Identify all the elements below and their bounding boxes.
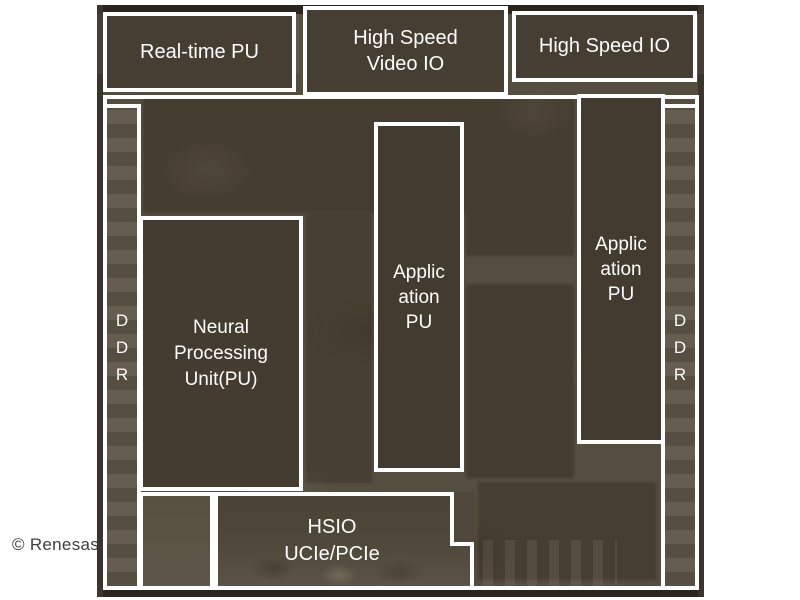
real-time-pu-label: Real-time PU xyxy=(140,40,259,63)
hsio-step-notch xyxy=(450,492,474,546)
die-texture-block xyxy=(478,482,656,580)
application-pu-right-label-line3: PU xyxy=(607,283,635,305)
ddr-left-letter-2: D xyxy=(115,337,129,357)
ddr-right-letter-2: D xyxy=(673,337,687,357)
high-speed-io-label: High Speed IO xyxy=(538,35,671,57)
block-neural-processing-unit: Neural Processing Unit(PU) xyxy=(139,216,303,491)
block-application-pu-right: Applic ation PU xyxy=(577,94,665,444)
high-speed-video-io-label-line2: Video IO xyxy=(366,53,445,75)
die-texture-right-edge xyxy=(698,5,704,597)
ddr-right-letter-3: R xyxy=(673,364,687,384)
application-pu-right-label-line2: ation xyxy=(600,258,642,280)
hsio-label-line2: UCIe/PCIe xyxy=(284,543,380,565)
block-ddr-left: D D R xyxy=(103,104,141,590)
block-real-time-pu: Real-time PU xyxy=(103,12,296,92)
hsio-label-line1: HSIO xyxy=(307,516,357,538)
ddr-left-letter-1: D xyxy=(115,310,129,330)
block-unlabeled-bottom-left xyxy=(139,492,214,590)
npu-label-line2: Processing xyxy=(174,342,268,364)
npu-label-line1: Neural xyxy=(193,316,249,338)
block-ddr-right: D D R xyxy=(661,104,699,590)
high-speed-video-io-label-line1: High Speed xyxy=(353,27,458,49)
block-high-speed-io: High Speed IO xyxy=(512,11,697,82)
die-texture-block xyxy=(306,213,372,483)
application-pu-center-label-line1: Applic xyxy=(393,261,445,283)
block-high-speed-video-io: High Speed Video IO xyxy=(303,6,508,96)
die-texture-left-edge xyxy=(97,5,103,597)
npu-label-line3: Unit(PU) xyxy=(184,368,258,390)
block-application-pu-center: Applic ation PU xyxy=(374,122,464,472)
die-texture-block xyxy=(466,284,574,478)
attribution-text: © Renesas xyxy=(12,535,100,554)
die-texture-bottom-edge xyxy=(97,588,704,597)
ddr-right-letter-1: D xyxy=(673,310,687,330)
application-pu-center-label-line2: ation xyxy=(398,286,440,308)
ddr-left-letter-3: R xyxy=(115,364,129,384)
block-hsio-ucie-pcie: HSIO UCIe/PCIe xyxy=(214,492,474,590)
application-pu-center-label-line3: PU xyxy=(405,311,433,333)
die-texture-block xyxy=(466,100,574,256)
application-pu-right-label-line1: Applic xyxy=(595,233,647,255)
